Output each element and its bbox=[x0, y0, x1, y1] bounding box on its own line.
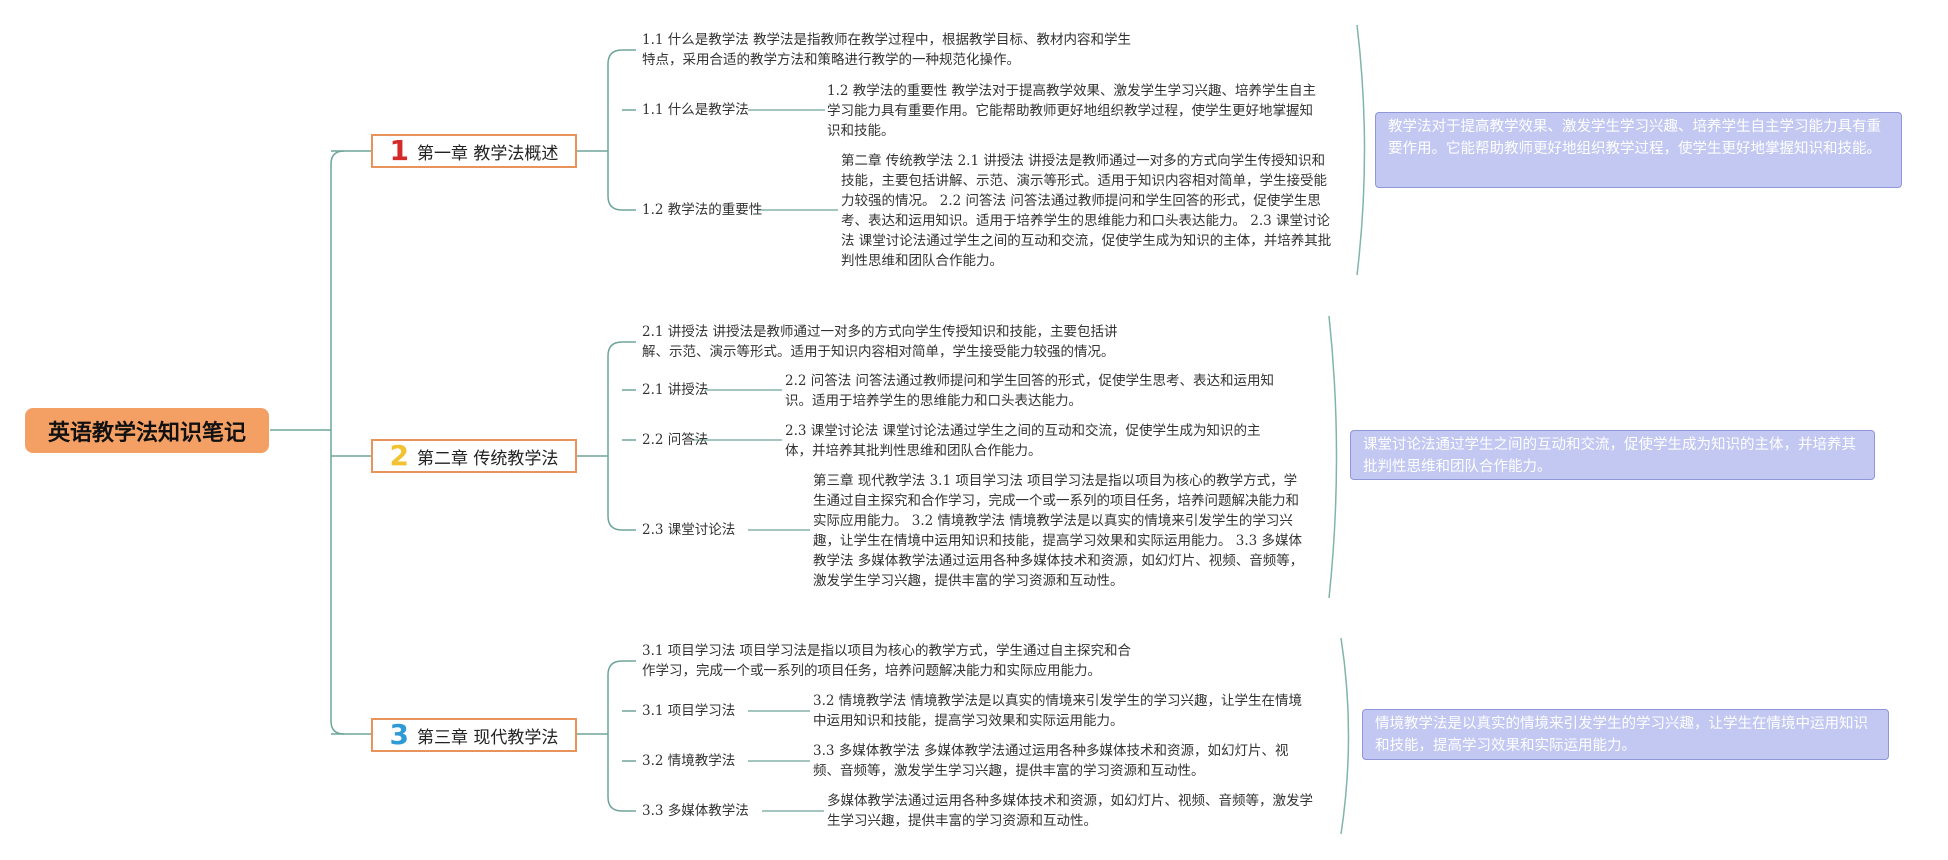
chapter-3-summary-note[interactable]: 情境教学法是以真实的情境来引发学生的学习兴趣，让学生在情境中运用知识和技能，提高… bbox=[1362, 709, 1889, 760]
chapter-3-item-1-label[interactable]: 3.1 项目学习法 bbox=[642, 703, 736, 719]
chapter-2-summary-note[interactable]: 课堂讨论法通过学生之间的互动和交流，促使学生成为知识的主体，并培养其批判性思维和… bbox=[1350, 430, 1875, 480]
chapter-2-item-3-label[interactable]: 2.3 课堂讨论法 bbox=[642, 522, 736, 538]
chapter-2-number-icon: 2 bbox=[389, 439, 410, 472]
chapter-3-item-1-text: 3.2 情境教学法 情境教学法是以真实的情境来引发学生的学习兴趣，让学生在情境中… bbox=[813, 693, 1303, 729]
chapter-1-item-1-text: 1.2 教学法的重要性 教学法对于提高教学效果、激发学生学习兴趣、培养学生自主学… bbox=[827, 83, 1317, 139]
chapter-1-item-1-label[interactable]: 1.1 什么是教学法 bbox=[642, 102, 749, 118]
chapter-1-title: 第一章 教学法概述 bbox=[417, 143, 559, 164]
chapter-1-number-icon: 1 bbox=[389, 134, 410, 167]
chapter-1-node[interactable]: 1 第一章 教学法概述 bbox=[371, 134, 577, 168]
chapter-2-node[interactable]: 2 第二章 传统教学法 bbox=[371, 439, 577, 473]
chapter-1-item-2-label[interactable]: 1.2 教学法的重要性 bbox=[642, 202, 763, 218]
chapter-2-title: 第二章 传统教学法 bbox=[417, 448, 559, 469]
chapter-3-number-icon: 3 bbox=[389, 718, 410, 751]
chapter-1-summary-bracket bbox=[1356, 24, 1366, 276]
chapter-1-branch-line bbox=[607, 49, 623, 211]
chapter-3-item-2-label[interactable]: 3.2 情境教学法 bbox=[642, 753, 736, 769]
root-trunk-line bbox=[330, 150, 345, 735]
chapter-3-title: 第三章 现代教学法 bbox=[417, 727, 559, 748]
chapter-2-summary-bracket bbox=[1328, 315, 1338, 599]
chapter-2-intro-text: 2.1 讲授法 讲授法是教师通过一对多的方式向学生传授知识和技能，主要包括讲解、… bbox=[642, 324, 1118, 360]
chapter-3-node[interactable]: 3 第三章 现代教学法 bbox=[371, 718, 577, 752]
chapter-3-branch-line bbox=[607, 660, 623, 812]
chapter-2-item-2-label[interactable]: 2.2 问答法 bbox=[642, 432, 709, 448]
chapter-3-summary-bracket bbox=[1340, 637, 1350, 835]
chapter-2-item-3-text: 第三章 现代教学法 3.1 项目学习法 项目学习法是指以项目为核心的教学方式，学… bbox=[813, 473, 1304, 589]
chapter-1-item-2-text: 第二章 传统教学法 2.1 讲授法 讲授法是教师通过一对多的方式向学生传授知识和… bbox=[841, 153, 1332, 269]
chapter-1-summary-note[interactable]: 教学法对于提高教学效果、激发学生学习兴趣、培养学生自主学习能力具有重要作用。它能… bbox=[1375, 112, 1902, 188]
chapter-3-intro-text: 3.1 项目学习法 项目学习法是指以项目为核心的教学方式，学生通过自主探究和合作… bbox=[642, 643, 1132, 679]
chapter-3-item-3-text: 多媒体教学法通过运用各种多媒体技术和资源，如幻灯片、视频、音频等，激发学生学习兴… bbox=[827, 793, 1313, 829]
root-topic-label: 英语教学法知识笔记 bbox=[47, 420, 246, 446]
chapter-2-item-1-text: 2.2 问答法 问答法通过教师提问和学生回答的形式，促使学生思考、表达和运用知识… bbox=[785, 373, 1275, 409]
chapter-1-intro-text: 1.1 什么是教学法 教学法是指教师在教学过程中，根据教学目标、教材内容和学生特… bbox=[642, 32, 1132, 68]
root-topic[interactable]: 英语教学法知识笔记 bbox=[25, 408, 269, 453]
chapter-2-item-2-text: 2.3 课堂讨论法 课堂讨论法通过学生之间的互动和交流，促使学生成为知识的主体，… bbox=[785, 423, 1261, 459]
chapter-3-item-3-label[interactable]: 3.3 多媒体教学法 bbox=[642, 803, 749, 819]
chapter-2-branch-line bbox=[607, 341, 623, 531]
chapter-2-item-1-label[interactable]: 2.1 讲授法 bbox=[642, 382, 709, 398]
chapter-3-item-2-text: 3.3 多媒体教学法 多媒体教学法通过运用各种多媒体技术和资源，如幻灯片、视频、… bbox=[813, 743, 1289, 779]
